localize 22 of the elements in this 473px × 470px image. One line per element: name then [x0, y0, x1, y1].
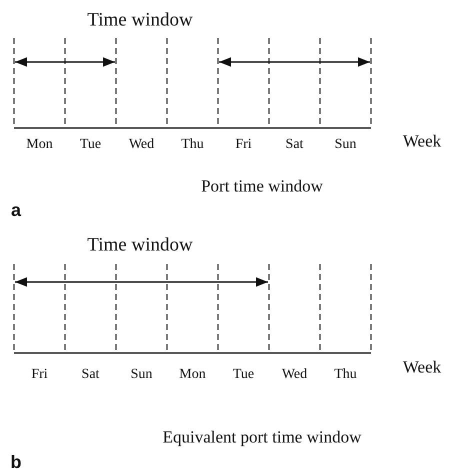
- day-label: Mon: [179, 368, 206, 382]
- day-label: Sat: [286, 138, 304, 152]
- panel-letter: a: [11, 201, 21, 219]
- day-label: Wed: [128, 138, 154, 152]
- day-label: Wed: [282, 368, 308, 382]
- axis-label: Week: [402, 132, 442, 150]
- panel-heading: Time window: [87, 236, 193, 254]
- axis-label: Week: [402, 358, 442, 376]
- caption-text: Equivalent port time window: [162, 428, 362, 446]
- panel-letter: b: [10, 453, 22, 470]
- day-label: Mon: [26, 138, 53, 152]
- day-label: Fri: [31, 368, 48, 382]
- day-label: Thu: [181, 138, 204, 152]
- day-label: Sun: [130, 368, 152, 382]
- day-label: Tue: [80, 138, 102, 152]
- day-label: Thu: [334, 368, 357, 382]
- caption-text: Port time window: [201, 178, 323, 194]
- day-label: Fri: [235, 138, 252, 152]
- panel-heading: Time window: [87, 10, 193, 30]
- day-label: Sun: [334, 138, 356, 152]
- day-label: Tue: [232, 368, 254, 382]
- day-label: Sat: [82, 368, 100, 382]
